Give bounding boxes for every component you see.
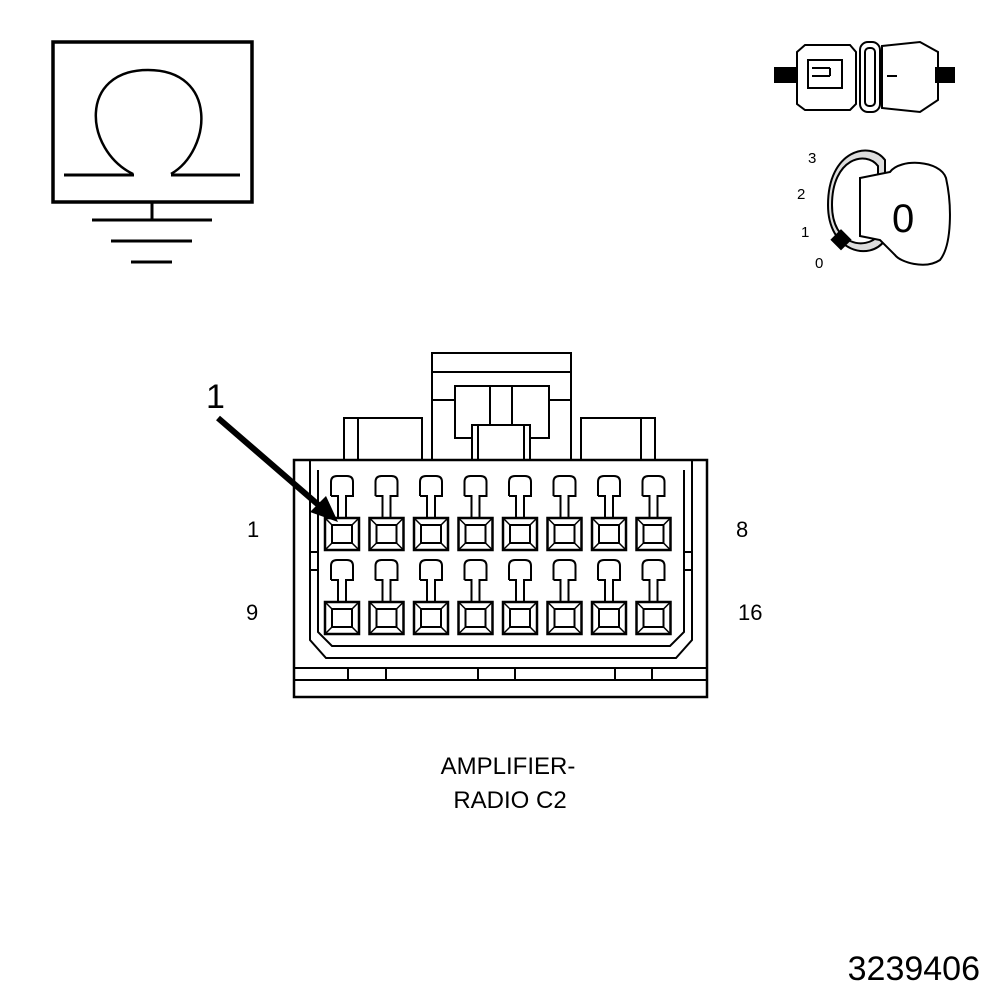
ignition-position-3: 3 xyxy=(808,150,816,167)
terminal-cavity-2 xyxy=(368,475,405,552)
terminal-cavity-3 xyxy=(412,475,450,552)
pin-label-bottom-right: 16 xyxy=(738,600,762,625)
terminal-cavity-12 xyxy=(457,559,494,636)
terminal-cavity-9 xyxy=(323,559,361,636)
callout-arrow xyxy=(216,415,338,522)
terminal-cavity-11 xyxy=(412,559,450,636)
ignition-position-0: 0 xyxy=(815,255,823,272)
terminal-cavity-7 xyxy=(590,475,628,552)
terminal-cavity-8 xyxy=(635,475,672,552)
terminal-cavities xyxy=(323,475,672,636)
terminal-cavity-1 xyxy=(323,475,361,552)
terminal-cavity-14 xyxy=(546,559,583,636)
ignition-key-label: 0 xyxy=(892,197,914,241)
pin-label-top-right: 8 xyxy=(736,517,748,542)
ignition-position-1: 1 xyxy=(801,224,809,241)
pin-label-top-left: 1 xyxy=(247,517,259,542)
connector-name-line2: RADIO C2 xyxy=(453,787,566,814)
connector-housing xyxy=(292,352,709,699)
terminal-cavity-13 xyxy=(501,559,539,636)
connector-name-line1: AMPLIFIER- xyxy=(441,753,576,780)
figure-number: 3239406 xyxy=(848,950,980,988)
terminal-cavity-4 xyxy=(457,475,494,552)
terminal-cavity-10 xyxy=(368,559,405,636)
pin-label-bottom-left: 9 xyxy=(246,600,258,625)
terminal-cavity-5 xyxy=(501,475,539,552)
terminal-cavity-6 xyxy=(546,475,583,552)
terminal-cavity-15 xyxy=(590,559,628,636)
ohmmeter-ground-icon xyxy=(51,40,254,264)
ignition-key-off-icon xyxy=(826,149,951,266)
terminal-cavity-16 xyxy=(635,559,672,636)
callout-number: 1 xyxy=(206,378,225,416)
ignition-position-2: 2 xyxy=(797,186,805,203)
disconnected-connector-icon xyxy=(774,40,955,114)
